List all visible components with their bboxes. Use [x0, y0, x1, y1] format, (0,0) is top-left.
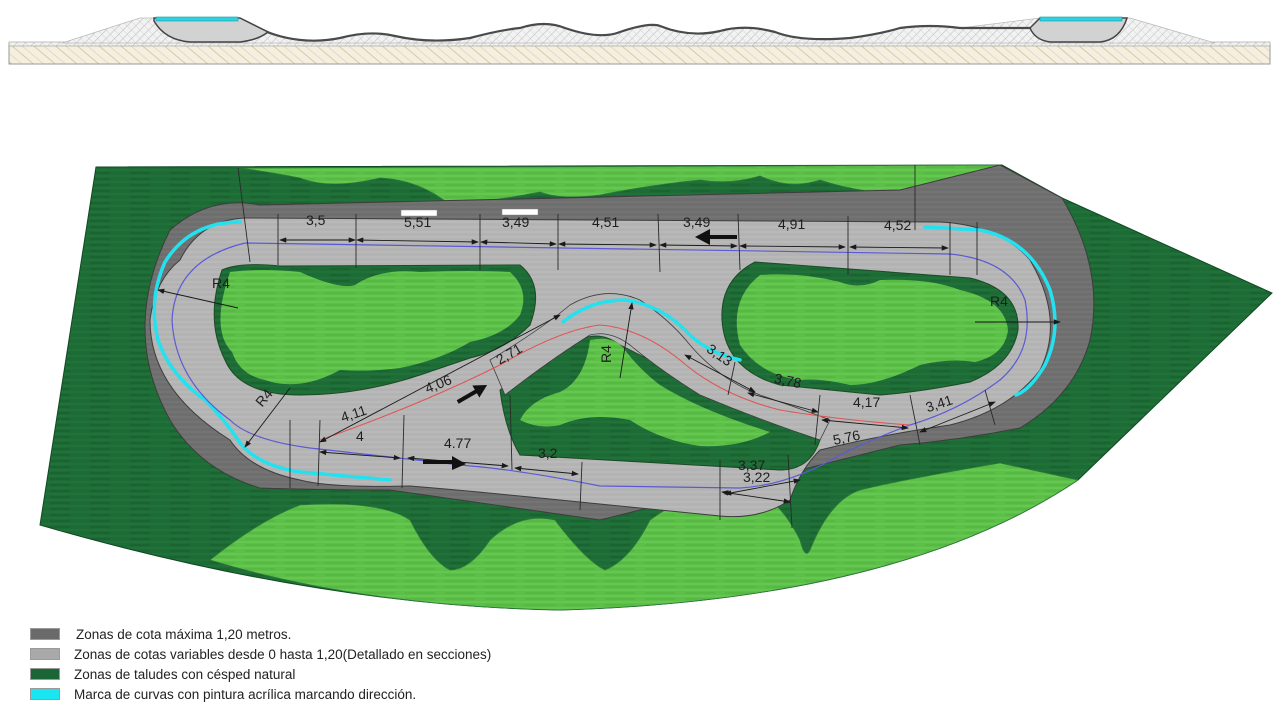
legend-swatch-dark-green [30, 668, 60, 680]
dim-3-22: 3,22 [743, 469, 770, 485]
dim-3-37: 3,37 [738, 457, 765, 473]
legend-label: Marca de curvas con pintura acrílica mar… [74, 686, 417, 702]
site-plan: 3,5 5,51 3,49 4,51 3,49 4,91 4,52 R4 R4 … [39, 164, 1273, 611]
legend-item-grass-slopes: Zonas de taludes con césped natural [30, 664, 491, 684]
dim-5-76: 5,76 [831, 427, 861, 448]
dim-top-4: 4,51 [592, 214, 619, 230]
direction-arrow-diagonal-icon [456, 385, 488, 404]
radius-lines [157, 288, 1061, 448]
direction-arrow-left-icon [695, 229, 737, 245]
radius-label-right: R4 [990, 293, 1008, 309]
profile-left-berm [153, 17, 270, 43]
legend-item-curve-paint: Marca de curvas con pintura acrílica mar… [30, 684, 491, 704]
dim-4-11: 4,11 [339, 402, 369, 425]
dim-4-17: 4,17 [853, 394, 880, 410]
legend-label: Zonas de cota máxima 1,20 metros. [76, 626, 292, 642]
radius-labels: R4 R4 R4 R4 [212, 275, 1008, 410]
radius-label-left-upper: R4 [212, 275, 230, 291]
dim-top-5: 3,49 [683, 214, 710, 230]
dim-top-2: 5,51 [404, 214, 431, 230]
dim-3-2: 3,2 [538, 445, 558, 461]
profile-right-berm [1029, 17, 1129, 43]
legend-item-max-height: Zonas de cota máxima 1,20 metros. [30, 624, 491, 644]
profile-left-curve-mark [155, 16, 239, 22]
profile-right-curve-mark [1039, 16, 1123, 22]
dim-3-78: 3,78 [773, 370, 803, 391]
dim-top-1: 3,5 [306, 212, 326, 228]
grass-island-right-light [736, 274, 1008, 385]
legend: Zonas de cota máxima 1,20 metros. Zonas … [30, 624, 491, 704]
legend-label: Zonas de cotas variables desde 0 hasta 1… [74, 646, 492, 662]
top-dimension-labels: 3,5 5,51 3,49 4,51 3,49 4,91 4,52 [306, 212, 911, 233]
cross-section-profile [8, 16, 1271, 65]
legend-swatch-cyan [30, 688, 60, 700]
dim-4: 4 [356, 428, 364, 444]
dim-top-6: 4,91 [778, 216, 805, 232]
grass-upper-lobes [239, 164, 1002, 206]
radius-label-center: R4 [598, 345, 614, 363]
curve-paint-marks [152, 220, 1057, 482]
dim-4-77: 4.77 [444, 435, 471, 451]
direction-arrow-right-icon [423, 456, 466, 470]
profile-base-layer [8, 43, 1271, 65]
legend-swatch-dark-gray [30, 628, 60, 640]
legend-item-variable-height: Zonas de cotas variables desde 0 hasta 1… [30, 644, 491, 664]
dim-top-7: 4,52 [884, 217, 911, 233]
dim-top-3: 3,49 [502, 214, 529, 230]
direction-arrows [423, 229, 737, 470]
center-grass-light [520, 338, 770, 447]
top-dimension-lines [279, 237, 949, 251]
legend-label: Zonas de taludes con césped natural [74, 666, 296, 682]
legend-swatch-light-gray [30, 648, 60, 660]
